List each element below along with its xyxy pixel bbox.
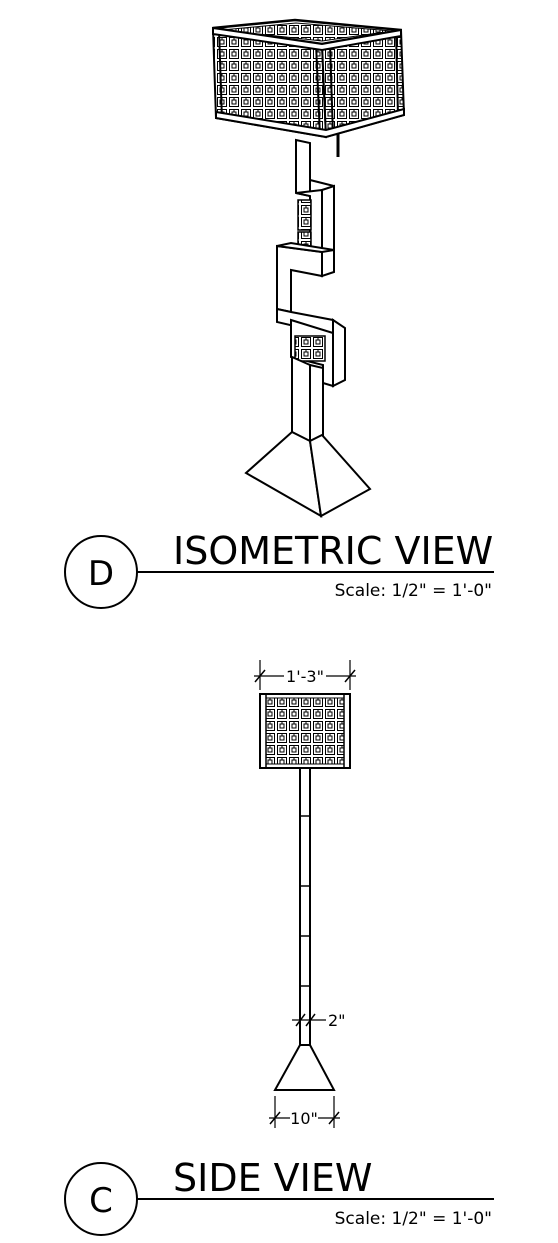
side-lamp-drawing (259, 693, 351, 1091)
view-scale-side: Scale: 1/2" = 1'-0" (335, 1209, 492, 1229)
title-block-isometric: D ISOMETRIC VIEW Scale: 1/2" = 1'-0" (64, 529, 494, 609)
isometric-lamp-drawing (211, 18, 406, 518)
dimension-base-width: 10" (269, 1096, 340, 1128)
view-scale-isometric: Scale: 1/2" = 1'-0" (335, 581, 492, 601)
side-shade (259, 693, 351, 790)
view-title-side: SIDE VIEW (173, 1156, 372, 1200)
title-block-side: C SIDE VIEW Scale: 1/2" = 1'-0" (64, 1156, 494, 1236)
dimension-stem-width-label: 2" (328, 1011, 346, 1030)
dimension-shade-width: 1'-3" (254, 660, 356, 690)
view-title-isometric: ISOMETRIC VIEW (173, 529, 493, 573)
view-letter-c: C (89, 1181, 113, 1221)
side-stem (299, 767, 311, 1046)
view-letter-d: D (88, 554, 114, 594)
dimension-base-width-label: 10" (290, 1109, 318, 1128)
isometric-shade (211, 18, 406, 157)
isometric-base (244, 430, 372, 518)
isometric-stem (276, 138, 346, 443)
dimension-stem-width: 2" (292, 1011, 346, 1030)
dimension-shade-width-label: 1'-3" (286, 667, 324, 686)
side-base (273, 1044, 336, 1091)
